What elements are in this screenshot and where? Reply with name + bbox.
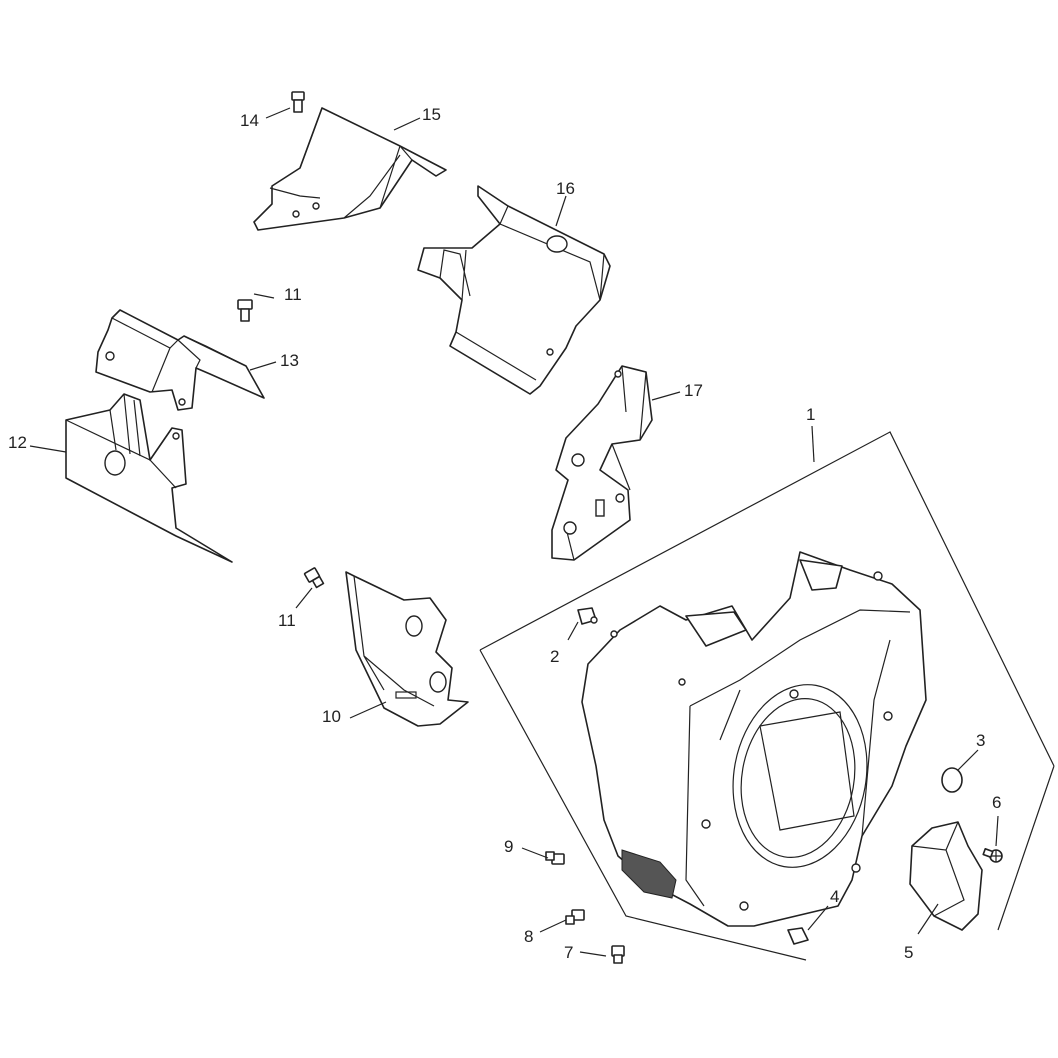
callout-17: 17: [684, 381, 703, 400]
leader-16: [555, 195, 567, 227]
part-16-shroud: [417, 185, 611, 395]
part-12-shroud: [65, 393, 233, 563]
callout-8: 8: [524, 927, 533, 946]
callout-9: 9: [504, 837, 513, 856]
part-11-bolt-lower: [303, 567, 325, 589]
leader-11a: [253, 293, 275, 299]
part-9-screw: [545, 851, 565, 865]
callout-11-lower: 11: [278, 611, 296, 630]
part-14-bolt: [291, 91, 305, 113]
leader-7: [579, 951, 607, 957]
part-3-plug: [941, 767, 963, 793]
part-15-top-shroud: [253, 107, 447, 231]
part-7-screw: [611, 945, 625, 964]
callout-13: 13: [280, 351, 299, 370]
part-8-screw: [565, 909, 585, 925]
part-2-nut: [577, 607, 598, 625]
part-1-blower-housing: [479, 431, 1055, 961]
callout-5: 5: [904, 943, 913, 962]
part-13-shroud: [95, 309, 265, 411]
leader-lines: [29, 107, 999, 957]
part-10-bracket: [345, 571, 469, 727]
leader-6: [995, 815, 999, 847]
callout-12: 12: [8, 433, 27, 452]
callout-16: 16: [556, 179, 575, 198]
callout-7: 7: [564, 943, 573, 962]
callout-15: 15: [422, 105, 441, 124]
callout-3: 3: [976, 731, 985, 750]
leader-11b: [295, 587, 313, 609]
callout-6: 6: [992, 793, 1001, 812]
leader-3: [957, 749, 979, 771]
callout-4: 4: [830, 887, 839, 906]
part-6-screw: [982, 848, 1003, 863]
callout-1: 1: [806, 405, 815, 424]
leader-2: [567, 621, 579, 641]
part-11-bolt-upper: [237, 299, 253, 322]
leader-14: [265, 107, 291, 119]
leader-1: [811, 425, 815, 463]
callout-11-upper: 11: [284, 285, 302, 304]
callout-2: 2: [550, 647, 559, 666]
leader-13: [249, 361, 277, 371]
leader-17: [651, 391, 681, 401]
leader-10: [349, 701, 387, 719]
leader-5: [917, 903, 939, 935]
leader-12: [29, 445, 67, 453]
leader-9: [521, 847, 549, 859]
part-4-nut: [787, 927, 809, 945]
callout-14: 14: [240, 111, 259, 130]
leader-4: [807, 905, 829, 931]
leader-8: [539, 919, 567, 933]
leader-15: [393, 117, 421, 131]
part-5-cover: [909, 821, 983, 931]
callout-labels: 1 2 3 4 5 6 7 8 9 10 11 11 12 13 14 15 1…: [8, 105, 1001, 962]
callout-10: 10: [322, 707, 341, 726]
part-17-bracket: [551, 365, 653, 561]
